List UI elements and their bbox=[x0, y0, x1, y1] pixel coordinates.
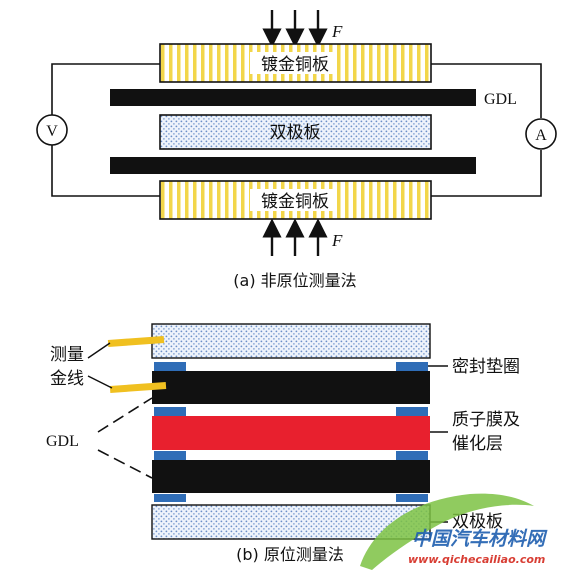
gdl-leader bbox=[97, 397, 153, 479]
force-arrows-top bbox=[262, 10, 328, 48]
gdl-b-top bbox=[152, 371, 430, 404]
gasket-label: 密封垫圈 bbox=[452, 357, 520, 377]
gasket-top-left bbox=[154, 362, 186, 371]
membrane-label-2: 催化层 bbox=[452, 434, 503, 454]
gasket-top-right bbox=[396, 362, 428, 371]
circuit-wire bbox=[51, 63, 542, 197]
membrane-layer bbox=[152, 416, 430, 450]
force-label-bottom: F bbox=[331, 231, 343, 250]
gasket-low-left bbox=[154, 451, 186, 460]
gasket-mid-right bbox=[396, 407, 428, 416]
force-arrows-bottom bbox=[262, 218, 328, 256]
bipolar-label-b: 双极板 bbox=[452, 512, 503, 532]
gdl-label-a: GDL bbox=[484, 91, 517, 108]
gold-plate-bottom-label: 镀金铜板 bbox=[261, 192, 329, 212]
diagram-a: V A F 镀金铜板 GDL 双极板 镀金铜板 bbox=[36, 10, 557, 290]
gold-wire-bottom bbox=[109, 382, 167, 393]
gasket-bottom-left bbox=[154, 494, 186, 502]
voltmeter-label: V bbox=[46, 123, 58, 140]
ammeter-label: A bbox=[535, 127, 547, 144]
bipolar-plate-a bbox=[159, 114, 432, 150]
watermark-main: 中国汽车材料网 bbox=[412, 528, 548, 550]
gold-wire-label-1: 测量 bbox=[50, 345, 84, 365]
watermark-swoosh-icon bbox=[360, 493, 534, 570]
gasket-bottom-right bbox=[396, 494, 428, 502]
caption-b: (b) 原位测量法 bbox=[236, 545, 344, 564]
bipolar-plate-a-label: 双极板 bbox=[270, 123, 321, 143]
force-label-top: F bbox=[331, 22, 343, 41]
caption-a: (a) 非原位测量法 bbox=[233, 271, 356, 290]
gold-wire-label-2: 金线 bbox=[50, 369, 84, 389]
gold-wire-leader bbox=[87, 342, 113, 389]
gold-wire-top bbox=[107, 336, 165, 347]
bipolar-plate-b-top bbox=[151, 323, 431, 359]
gdl-b-bottom bbox=[152, 460, 430, 493]
gdl-label-b: GDL bbox=[46, 433, 79, 450]
watermark: 中国汽车材料网 www.qichecailiao.com bbox=[360, 493, 548, 570]
gasket-low-right bbox=[396, 451, 428, 460]
gasket-mid-left bbox=[154, 407, 186, 416]
bipolar-plate-b-bottom bbox=[151, 504, 431, 540]
voltmeter: V bbox=[36, 114, 68, 146]
watermark-url: www.qichecailiao.com bbox=[408, 553, 545, 566]
gdl-bar-bottom bbox=[110, 157, 476, 174]
membrane-label-1: 质子膜及 bbox=[452, 410, 520, 430]
ammeter: A bbox=[525, 118, 557, 150]
gdl-bar-top bbox=[110, 89, 476, 106]
gold-plate-top-label: 镀金铜板 bbox=[261, 55, 329, 75]
diagram-b: 测量 金线 GDL 密封垫圈 质子膜及 催化层 双极板 (b) 原位测量法 bbox=[46, 323, 520, 564]
